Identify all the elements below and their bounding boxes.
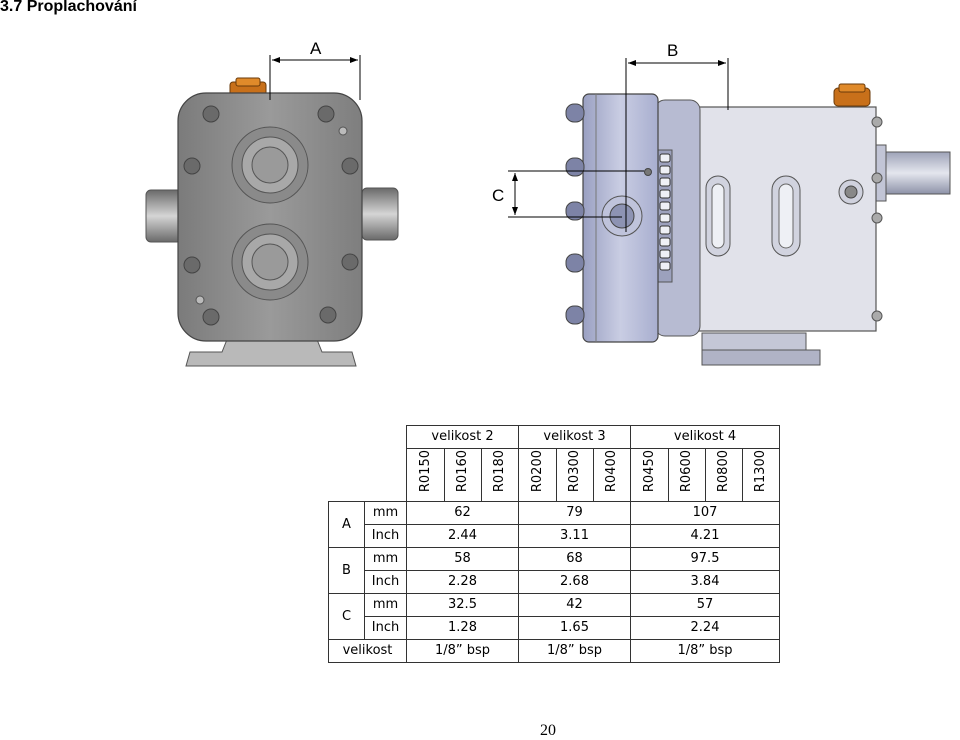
value-cell: 1/8” bsp [630, 639, 780, 663]
unit-label: Inch [364, 524, 407, 548]
model-header: R0450 [630, 448, 669, 502]
model-header: R0800 [705, 448, 743, 502]
group-header: velikost 2 [406, 425, 519, 449]
value-cell: 58 [406, 547, 519, 571]
unit-label: Inch [364, 570, 407, 594]
table-row: C mm 32.5 42 57 [328, 593, 780, 640]
value-cell: 32.5 [406, 593, 519, 617]
param-label: B [328, 547, 365, 594]
footer-label: velikost [328, 639, 407, 663]
param-label: A [328, 501, 365, 548]
dimension-c-label: C [492, 186, 504, 205]
dimension-a-label: A [310, 39, 322, 58]
table-row: Inch 2.28 2.68 3.84 [329, 570, 780, 594]
table-row: Inch 1.28 1.65 2.24 [329, 616, 780, 640]
value-cell: 1/8” bsp [406, 639, 519, 663]
value-cell: 3.11 [518, 524, 631, 548]
table-header-models: R0150 R0160 R0180 R0200 R0300 R0400 R045… [329, 448, 780, 502]
model-header: R0160 [444, 448, 482, 502]
table-row: Inch 2.44 3.11 4.21 [329, 524, 780, 548]
pump-front-view: A [145, 39, 399, 367]
group-header: velikost 3 [518, 425, 631, 449]
model-header: R0300 [556, 448, 594, 502]
page-number: 20 [540, 722, 556, 739]
table-row: A mm 62 79 107 [328, 501, 780, 548]
pump-drawing: A [145, 39, 951, 367]
unit-label: mm [364, 501, 407, 525]
value-cell: 42 [518, 593, 631, 617]
section-heading: 3.7 Proplachování [0, 0, 137, 15]
value-cell: 107 [630, 501, 780, 525]
value-cell: 1.28 [406, 616, 519, 640]
table-row: B mm 58 68 97.5 [328, 547, 780, 594]
group-header: velikost 4 [630, 425, 780, 449]
unit-label: Inch [364, 616, 407, 640]
dimension-b-label: B [667, 41, 678, 60]
value-cell: 2.24 [630, 616, 780, 640]
value-cell: 97.5 [630, 547, 780, 571]
unit-label: mm [364, 547, 407, 571]
value-cell: 2.44 [406, 524, 519, 548]
value-cell: 68 [518, 547, 631, 571]
value-cell: 57 [630, 593, 780, 617]
model-header: R0600 [668, 448, 706, 502]
value-cell: 1/8” bsp [518, 639, 631, 663]
table-header-groups: velikost 2 velikost 3 velikost 4 [329, 425, 780, 449]
table-footer-row: velikost 1/8” bsp 1/8” bsp 1/8” bsp [328, 639, 780, 663]
value-cell: 2.28 [406, 570, 519, 594]
model-header: R1300 [742, 448, 780, 502]
model-header: R0400 [593, 448, 631, 502]
pump-side-view: B C [492, 41, 951, 366]
unit-label: mm [364, 593, 407, 617]
value-cell: 3.84 [630, 570, 780, 594]
param-label: C [328, 593, 365, 640]
value-cell: 4.21 [630, 524, 780, 548]
value-cell: 1.65 [518, 616, 631, 640]
value-cell: 2.68 [518, 570, 631, 594]
value-cell: 79 [518, 501, 631, 525]
flush-dimension-table: velikost 2 velikost 3 velikost 4 R0150 R… [328, 425, 780, 663]
model-header: R0200 [518, 448, 557, 502]
value-cell: 62 [406, 501, 519, 525]
model-header: R0150 [406, 448, 445, 502]
model-header: R0180 [481, 448, 519, 502]
